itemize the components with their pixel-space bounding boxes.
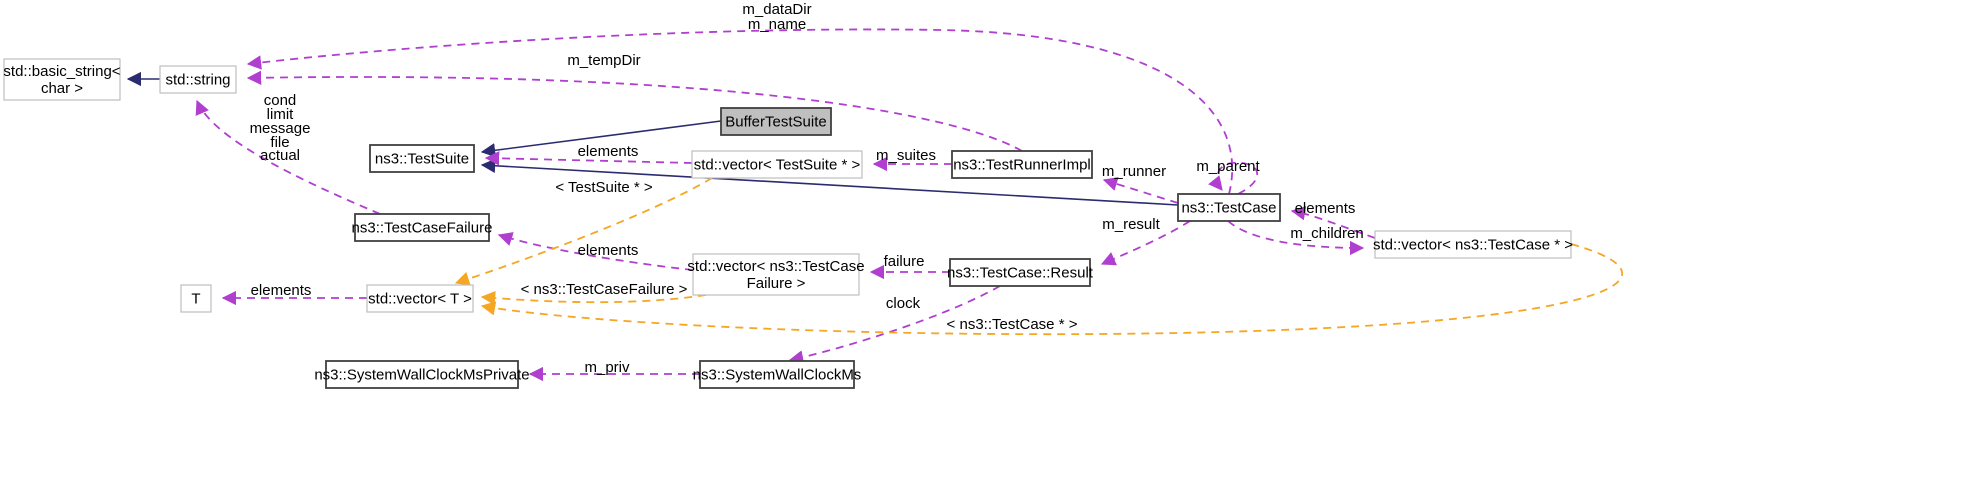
edge-m-parent bbox=[1208, 161, 1259, 195]
node-box-test_suite bbox=[369, 144, 475, 173]
node-label-vec_t: std::vector< T > bbox=[368, 290, 472, 307]
edge-label-failure: failure bbox=[884, 253, 925, 270]
edge-label-m_parent: m_parent bbox=[1196, 158, 1260, 175]
edge-label-tpl_testcasefailure: < ns3::TestCaseFailure > bbox=[521, 281, 688, 298]
node-test_case[interactable]: ns3::TestCase bbox=[1177, 193, 1281, 222]
edge-label-m_name: m_name bbox=[748, 16, 806, 33]
node-box-type_t bbox=[180, 284, 212, 313]
edge-m-dataDir-name bbox=[246, 28, 1234, 195]
node-label-string: std::string bbox=[165, 71, 230, 88]
edge-testcase-to-testsuite bbox=[480, 158, 1179, 206]
node-test_suite[interactable]: ns3::TestSuite bbox=[369, 144, 475, 173]
edge-label-file: file bbox=[270, 134, 289, 151]
node-box-test_runner_impl bbox=[951, 150, 1093, 179]
node-layer: std::basic_string<char > std::stringns3::… bbox=[3, 58, 1573, 389]
node-vec_test_case_ptr[interactable]: std::vector< ns3::TestCase * > bbox=[1373, 230, 1573, 259]
edge-label-tpl_testsuite_ptr: < TestSuite * > bbox=[555, 179, 653, 196]
edge-template-testsuite-ptr bbox=[454, 177, 713, 286]
node-buffer_test_suite[interactable]: BufferTestSuite bbox=[720, 107, 832, 136]
node-label2-basic_string: char > bbox=[41, 80, 83, 97]
node-box-test_case bbox=[1177, 193, 1281, 222]
edge-label-elements_failure: elements bbox=[578, 242, 639, 259]
node-label-test_runner_impl: ns3::TestRunnerImpl bbox=[953, 156, 1091, 173]
node-label-test_case_result: ns3::TestCase::Result bbox=[947, 264, 1094, 281]
node-label2-vec_test_case_failure: Failure > bbox=[747, 275, 806, 292]
usage-edges bbox=[195, 28, 1376, 382]
node-basic_string[interactable]: std::basic_string<char > bbox=[3, 58, 121, 101]
edge-label-cond: cond bbox=[264, 92, 297, 109]
node-label-buffer_test_suite: BufferTestSuite bbox=[725, 113, 826, 130]
node-wallclock_private[interactable]: ns3::SystemWallClockMsPrivate bbox=[314, 360, 530, 389]
node-test_case_result[interactable]: ns3::TestCase::Result bbox=[947, 258, 1094, 287]
edge-m-tempDir bbox=[246, 70, 1023, 152]
node-vec_test_case_failure[interactable]: std::vector< ns3::TestCaseFailure > bbox=[687, 253, 865, 296]
node-label-wallclock_private: ns3::SystemWallClockMsPrivate bbox=[314, 366, 529, 383]
edge-label-m_suites: m_suites bbox=[876, 147, 936, 164]
node-string[interactable]: std::string bbox=[159, 65, 237, 94]
edge-label-message: message bbox=[250, 120, 311, 137]
node-box-wallclock_private bbox=[325, 360, 519, 389]
node-wallclock[interactable]: ns3::SystemWallClockMs bbox=[693, 360, 862, 389]
edge-m-runner bbox=[1102, 177, 1179, 204]
node-label-type_t: T bbox=[191, 290, 200, 307]
node-label-vec_test_case_failure: std::vector< ns3::TestCase bbox=[687, 258, 864, 275]
edge-label-m_children: m_children bbox=[1290, 225, 1363, 242]
node-label-vec_test_suite_ptr: std::vector< TestSuite * > bbox=[694, 156, 861, 173]
edge-label-m_runner: m_runner bbox=[1102, 163, 1166, 180]
edge-label-elements_testsuite: elements bbox=[578, 143, 639, 160]
node-box-vec_test_case_ptr bbox=[1374, 230, 1572, 259]
edge-label-clock: clock bbox=[886, 295, 921, 312]
node-label-test_suite: ns3::TestSuite bbox=[375, 150, 469, 167]
edge-label-elements_t: elements bbox=[251, 282, 312, 299]
edge-template-testcase-ptr bbox=[480, 243, 1624, 336]
node-box-buffer_test_suite bbox=[720, 107, 832, 136]
edge-label-elements_testcase: elements bbox=[1295, 200, 1356, 217]
edge-testcasefailure-to-string bbox=[195, 99, 381, 215]
template-edges bbox=[454, 177, 1624, 336]
node-vec_test_suite_ptr[interactable]: std::vector< TestSuite * > bbox=[691, 150, 863, 179]
node-test_runner_impl[interactable]: ns3::TestRunnerImpl bbox=[951, 150, 1093, 179]
node-box-test_case_result bbox=[949, 258, 1091, 287]
edge-m-children bbox=[1227, 220, 1365, 256]
edge-label-m_tempDir: m_tempDir bbox=[567, 52, 640, 69]
inheritance-edges bbox=[126, 71, 1179, 206]
node-box-string bbox=[159, 65, 237, 94]
edge-label-m_result: m_result bbox=[1102, 216, 1160, 233]
node-vec_t[interactable]: std::vector< T > bbox=[366, 284, 474, 313]
edge-label-m_priv: m_priv bbox=[584, 359, 630, 376]
node-test_case_failure[interactable]: ns3::TestCaseFailure bbox=[352, 213, 493, 242]
node-box-vec_test_case_failure bbox=[692, 253, 860, 296]
node-label-wallclock: ns3::SystemWallClockMs bbox=[693, 366, 862, 383]
edge-buffertestsuite-to-testsuite bbox=[480, 120, 722, 158]
node-label-basic_string: std::basic_string< bbox=[3, 63, 120, 80]
edge-label-tpl_testcase_ptr: < ns3::TestCase * > bbox=[947, 316, 1078, 333]
node-label-test_case: ns3::TestCase bbox=[1181, 199, 1276, 216]
node-box-basic_string bbox=[3, 58, 121, 101]
node-box-wallclock bbox=[699, 360, 855, 389]
node-box-vec_test_suite_ptr bbox=[691, 150, 863, 179]
node-label-test_case_failure: ns3::TestCaseFailure bbox=[352, 219, 493, 236]
edge-template-testcasefailure bbox=[480, 290, 707, 306]
edge-label-m_dataDir: m_dataDir bbox=[742, 1, 811, 18]
edge-m-result bbox=[1100, 220, 1191, 266]
node-label-vec_test_case_ptr: std::vector< ns3::TestCase * > bbox=[1373, 236, 1573, 253]
node-type_t[interactable]: T bbox=[180, 284, 212, 313]
node-box-test_case_failure bbox=[354, 213, 490, 242]
edge-label-actual: actual bbox=[260, 147, 300, 164]
node-box-vec_t bbox=[366, 284, 474, 313]
edge-elements-testsuite bbox=[484, 151, 693, 166]
edge-label-limit: limit bbox=[267, 106, 294, 123]
